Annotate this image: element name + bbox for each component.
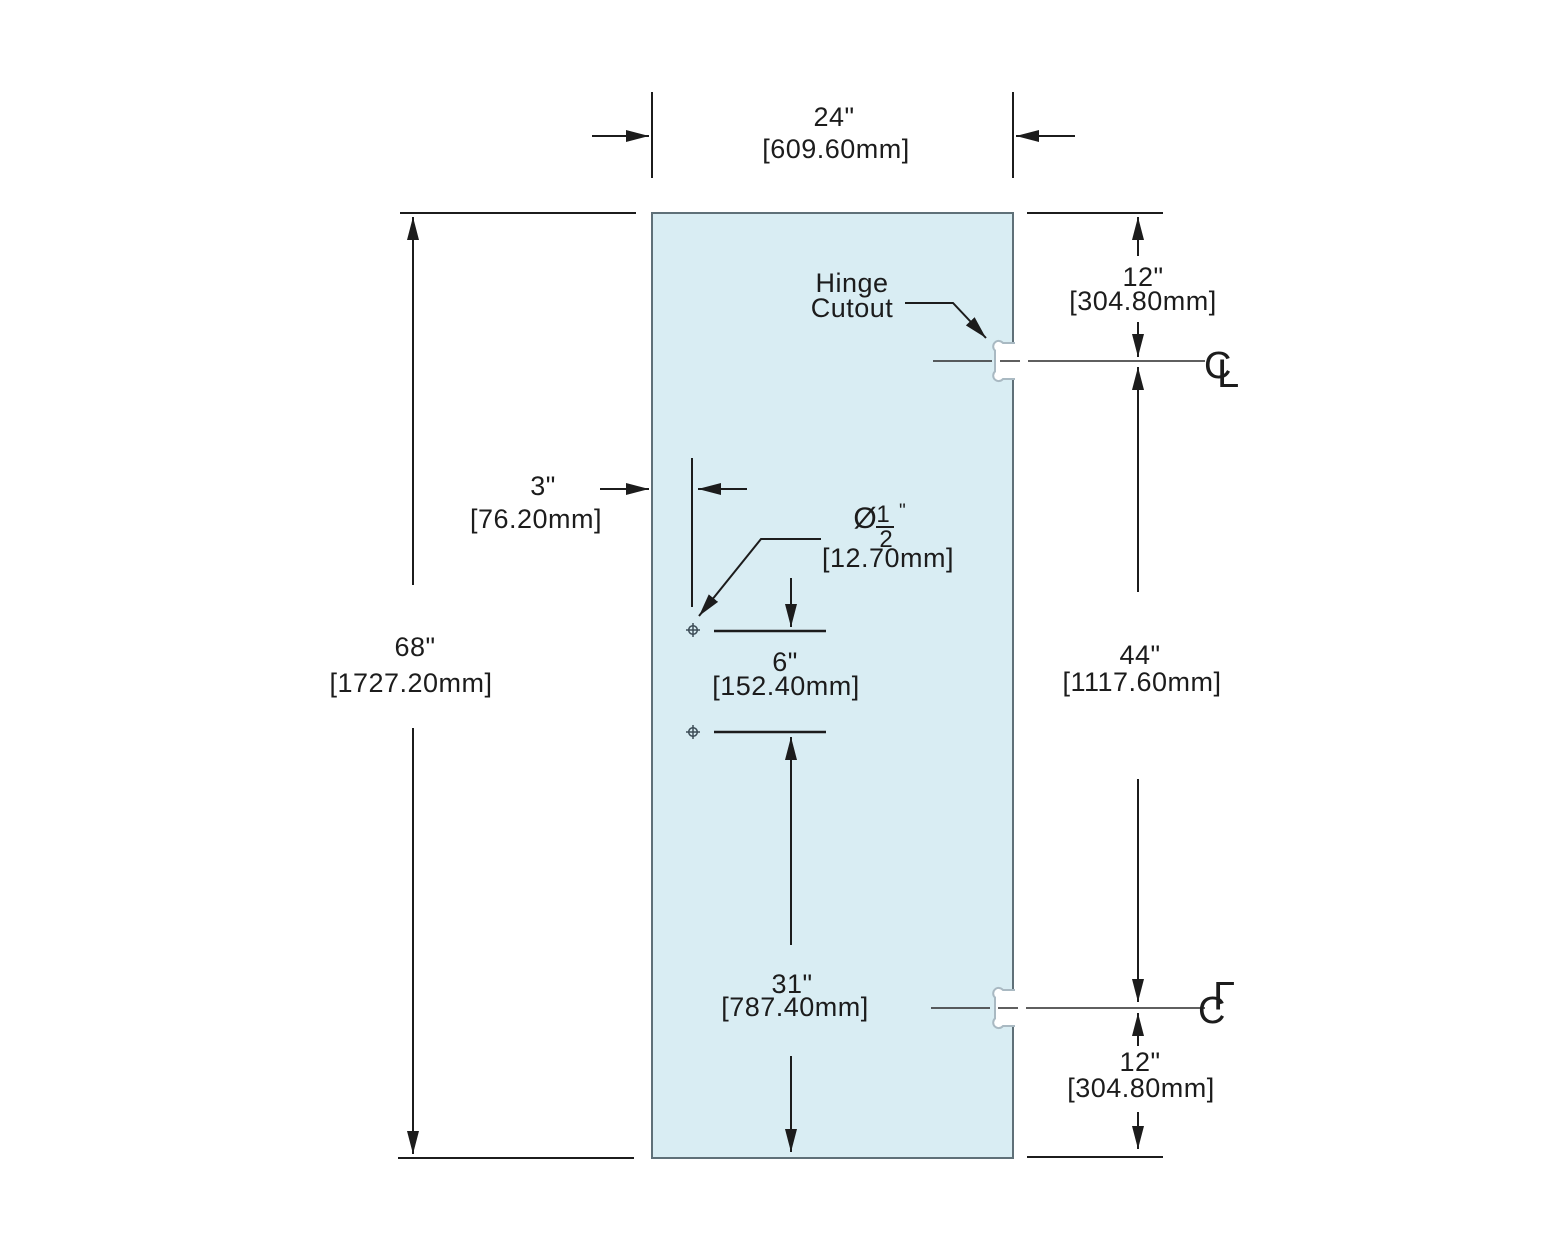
hinge-bottom-mm: [304.80mm] [1067, 1073, 1215, 1103]
hole-to-bottom-inches: 31" [771, 969, 812, 999]
hole-spacing-mm: [152.40mm] [712, 671, 860, 701]
hinge-cutout-label-line2: Cutout [811, 293, 894, 323]
leader-line [905, 302, 987, 339]
centerline-symbol-c: C [1198, 990, 1225, 1032]
dimension-height: 68" [1727.20mm] [329, 212, 636, 1159]
hole-to-bottom-mm: [787.40mm] [721, 992, 869, 1022]
hinge-top-mm: [304.80mm] [1069, 286, 1217, 316]
glass-door-panel [651, 212, 1014, 1159]
hole-diameter-mm: [12.70mm] [822, 543, 954, 573]
hinge-spacing-inches: 44" [1119, 640, 1160, 670]
centerline-bottom-hinge: C L [931, 973, 1235, 1032]
hinge-top-inches: 12" [1122, 262, 1163, 292]
hinge-spacing-mm: [1117.60mm] [1062, 667, 1221, 697]
dimension-hinge-spacing: 44" [1117.60mm] [1062, 367, 1221, 1002]
dimension-hole-spacing: 6" [152.40mm] [712, 578, 860, 701]
dimension-hinge-bottom: 12" [304.80mm] [1027, 1013, 1215, 1158]
fraction-denominator: 2 [879, 526, 892, 553]
leader-line [698, 538, 821, 617]
height-mm: [1727.20mm] [329, 668, 492, 698]
hinge-cutout-label-line1: Hinge [815, 268, 888, 298]
fraction-numerator: 1 [876, 501, 889, 528]
height-inches: 68" [394, 632, 435, 662]
hole-marker-bottom [686, 725, 826, 739]
hole-spacing-inches: 6" [772, 647, 798, 677]
centerline-top-hinge: C L [933, 345, 1239, 396]
hole-marker-top [686, 623, 826, 637]
dimension-hinge-top: 12" [304.80mm] [1027, 212, 1217, 357]
width-mm: [609.60mm] [762, 134, 910, 164]
hinge-bottom-inches: 12" [1119, 1047, 1160, 1077]
width-inches: 24" [813, 102, 854, 132]
hole-inset-mm: [76.20mm] [470, 504, 602, 534]
callout-hole-diameter: Ø 1 2 " [12.70mm] [698, 501, 954, 617]
dimension-hole-to-bottom: 31" [787.40mm] [721, 737, 869, 1152]
callout-hinge-cutout: Hinge Cutout [811, 268, 987, 339]
dimension-hole-inset: 3" [76.20mm] [470, 458, 747, 607]
centerline-symbol-l-flipped: L [1213, 973, 1235, 1017]
diameter-symbol: Ø [853, 502, 876, 535]
centerline-symbol-l: L [1217, 352, 1239, 396]
hole-inset-inches: 3" [530, 471, 556, 501]
inch-mark: " [899, 501, 906, 522]
dimension-width: 24" [609.60mm] [592, 92, 1075, 178]
centerline-symbol-c: C [1204, 345, 1231, 387]
